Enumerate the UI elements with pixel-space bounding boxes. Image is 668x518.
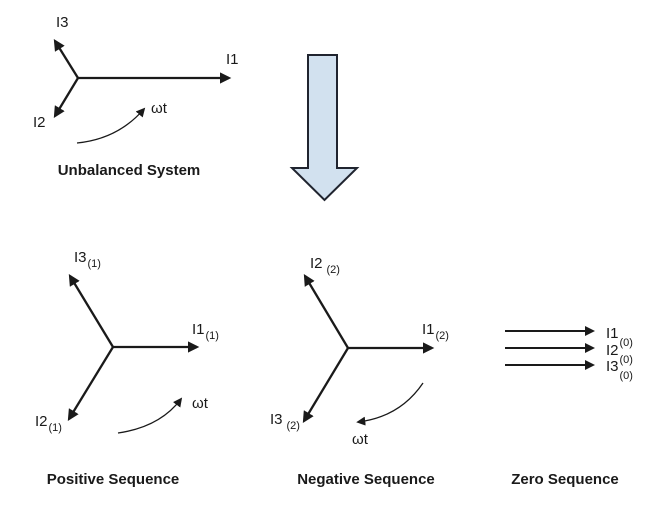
label-main: I1 xyxy=(606,325,619,342)
label-main: I3 xyxy=(606,358,619,375)
unbalanced-rotation-arrow xyxy=(76,107,146,144)
unbalanced-i2-label: I2 xyxy=(33,114,46,131)
negative-i3-phasor-arrow xyxy=(302,347,349,423)
label-main: I3 xyxy=(270,411,283,428)
positive-omega-label: ωt xyxy=(192,395,208,412)
negative-i1-label: I1(2) xyxy=(422,321,449,342)
negative-i2-phasor-arrow xyxy=(303,274,349,349)
zero-caption: Zero Sequence xyxy=(511,471,619,488)
label-sub: (0) xyxy=(619,337,633,349)
negative-phasor-group xyxy=(302,274,435,426)
negative-i2-label: I2(2) xyxy=(310,255,340,276)
unbalanced-i1-label: I1 xyxy=(226,51,239,68)
positive-caption: Positive Sequence xyxy=(46,471,180,488)
label-main: I3 xyxy=(74,249,87,266)
label-sub: (2) xyxy=(435,330,449,342)
label-sub: (1) xyxy=(87,258,101,270)
positive-i3-label: I3(1) xyxy=(74,249,101,270)
negative-rotation-arrow xyxy=(356,382,424,426)
label-sub: (2) xyxy=(326,264,340,276)
unbalanced-i3-phasor-arrow xyxy=(53,39,79,79)
label-main: I2 xyxy=(35,413,48,430)
label-sub: (0) xyxy=(619,354,633,366)
negative-i3-label: I3(2) xyxy=(270,411,300,432)
positive-i2-label: I2(1) xyxy=(35,413,62,434)
label-sub: (2) xyxy=(286,420,300,432)
zero-i1-label: I1(0) xyxy=(606,325,633,349)
zero-i3-label: I3(0) xyxy=(606,358,633,382)
negative-caption: Negative Sequence xyxy=(297,471,435,488)
unbalanced-i2-phasor-arrow xyxy=(53,77,79,118)
positive-i1-label: I1(1) xyxy=(192,321,219,342)
label-sub: (1) xyxy=(205,330,219,342)
label-main: I2 xyxy=(606,342,619,359)
unbalanced-i3-label: I3 xyxy=(56,14,69,31)
decomposition-flow-arrow xyxy=(289,54,360,202)
positive-phasor-group xyxy=(67,274,200,434)
unbalanced-omega-label: ωt xyxy=(151,100,167,117)
label-main: I1 xyxy=(422,321,435,338)
negative-omega-label: ωt xyxy=(352,431,368,448)
zero-i2-label: I2(0) xyxy=(606,342,633,366)
zero-phasor-group xyxy=(505,326,595,370)
unbalanced-caption: Unbalanced System xyxy=(57,162,201,179)
positive-i3-phasor-arrow xyxy=(68,274,114,348)
positive-rotation-arrow xyxy=(117,397,183,434)
label-main: I1 xyxy=(192,321,205,338)
label-sub: (1) xyxy=(48,422,62,434)
positive-i2-phasor-arrow xyxy=(67,346,114,421)
unbalanced-phasor-group xyxy=(53,39,232,144)
label-main: I2 xyxy=(310,255,323,272)
label-sub: (0) xyxy=(619,370,633,382)
